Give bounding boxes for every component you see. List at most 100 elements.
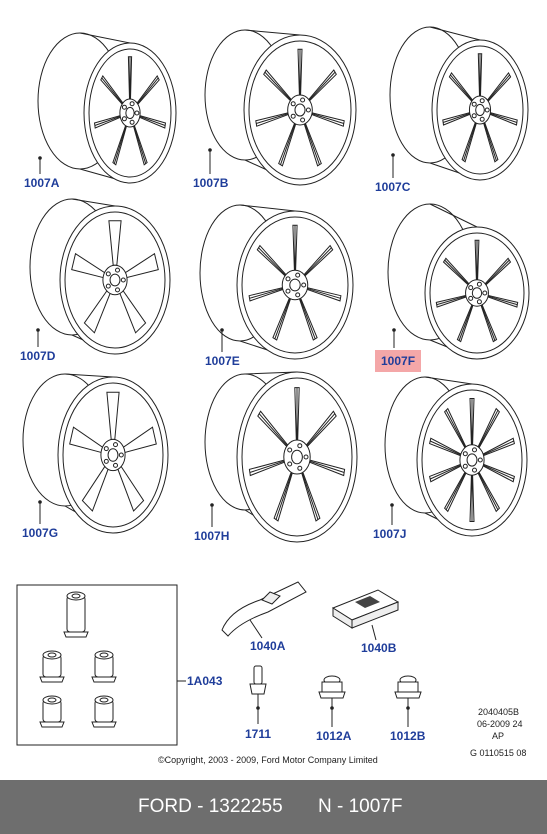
nut-hex bbox=[397, 681, 419, 693]
label-1007H[interactable]: 1007H bbox=[194, 529, 230, 543]
footer-brand-part: FORD - 1322255 bbox=[138, 796, 283, 817]
wheel-lug-hole bbox=[479, 98, 485, 104]
wheel-spoke-split bbox=[133, 125, 147, 164]
wheel-lug-hole bbox=[468, 285, 474, 291]
lock-key-nut bbox=[63, 591, 89, 638]
wheel-1007j bbox=[384, 376, 528, 537]
wheel-drawings bbox=[16, 26, 530, 746]
wheel-lug-hole bbox=[477, 457, 483, 463]
wheel-center-cap bbox=[291, 449, 303, 465]
valve-cap bbox=[253, 665, 263, 685]
leader-dot bbox=[390, 503, 394, 507]
nut-top bbox=[94, 695, 114, 705]
wheel-face-inner bbox=[421, 389, 523, 531]
wheel-center-cap bbox=[475, 103, 485, 117]
wheel-lug-hole bbox=[105, 283, 111, 289]
leader-dot bbox=[220, 328, 224, 332]
wheel-spoke-split bbox=[258, 247, 287, 277]
nut-flange bbox=[394, 691, 422, 699]
wheel-spoke-split bbox=[482, 440, 515, 456]
wheel-spoke-split bbox=[301, 472, 319, 520]
wheel-lug-hole bbox=[113, 442, 118, 448]
label-1007B[interactable]: 1007B bbox=[193, 176, 229, 190]
wheel-spoke-split bbox=[274, 298, 291, 340]
weight-label bbox=[355, 596, 380, 608]
wheel-spoke-split bbox=[249, 287, 284, 299]
label-1007C[interactable]: 1007C bbox=[375, 180, 411, 194]
nut-body bbox=[66, 595, 86, 633]
wheel-lug-hole bbox=[290, 113, 296, 119]
nut-socket bbox=[99, 652, 109, 658]
wheel-hub bbox=[281, 269, 309, 301]
nut-flange bbox=[318, 691, 346, 699]
wheel-lug-hole bbox=[300, 117, 306, 123]
wheel-face-inner bbox=[62, 382, 164, 528]
wheel-spoke-split bbox=[442, 112, 471, 123]
wheel-spoke-split bbox=[484, 259, 510, 286]
wheel-1007h bbox=[204, 371, 358, 543]
label-1012A[interactable]: 1012A bbox=[316, 729, 352, 743]
nut-hex bbox=[321, 681, 343, 693]
wheel-spoke-split bbox=[136, 77, 159, 105]
label-1012B[interactable]: 1012B bbox=[390, 729, 426, 743]
wheel-center-cap bbox=[471, 287, 483, 299]
footer-reference: N - 1007F bbox=[318, 796, 403, 817]
label-1040A[interactable]: 1040A bbox=[250, 639, 286, 653]
wheel-spoke-split bbox=[450, 74, 473, 102]
wheel-lug-hole bbox=[287, 461, 293, 467]
valve-body bbox=[249, 683, 267, 695]
wheel-1007a bbox=[37, 32, 177, 184]
label-1007A[interactable]: 1007A bbox=[24, 176, 60, 190]
wheel-spoke-split bbox=[482, 464, 515, 480]
wheel-lug-hole bbox=[285, 288, 291, 294]
nut-socket bbox=[47, 697, 57, 703]
wheel-center-cap bbox=[125, 106, 135, 120]
wheel-spoke-split bbox=[310, 112, 344, 124]
nut-dot bbox=[406, 706, 410, 710]
label-1007J[interactable]: 1007J bbox=[373, 527, 407, 541]
lock-nut bbox=[91, 650, 117, 683]
stamp-line-1: 2040405B bbox=[478, 707, 520, 717]
copyright-text: ©Copyright, 2003 - 2009, Ford Motor Comp… bbox=[158, 755, 378, 765]
weight-leader bbox=[371, 624, 377, 641]
wheel-lug-hole bbox=[300, 97, 306, 103]
wheel-spoke-split bbox=[94, 115, 122, 126]
wheel-center-cap bbox=[109, 273, 121, 287]
wheel-spoke-split bbox=[113, 125, 127, 164]
lock-nut bbox=[39, 695, 65, 728]
nut-flange bbox=[91, 676, 117, 683]
wheel-spoke-split bbox=[486, 295, 518, 306]
wheel-lug-hole bbox=[471, 101, 477, 107]
label-1007E[interactable]: 1007E bbox=[205, 354, 240, 368]
nut-top bbox=[66, 591, 86, 601]
label-1007D[interactable]: 1007D bbox=[20, 349, 56, 363]
leader-dot bbox=[210, 503, 214, 507]
label-1007G[interactable]: 1007G bbox=[22, 526, 59, 540]
tyre-valve bbox=[249, 665, 267, 724]
nut-top bbox=[42, 695, 62, 705]
wheel-hub bbox=[119, 98, 141, 128]
wheel-lug-hole bbox=[129, 101, 135, 107]
wheel-lug-hole bbox=[290, 101, 296, 107]
wheel-lug-hole bbox=[115, 267, 120, 273]
wheel-center-cap bbox=[294, 103, 306, 117]
wheel-lug-hole bbox=[484, 107, 490, 113]
wheel-spoke-split bbox=[489, 112, 518, 123]
nut-socket bbox=[71, 593, 81, 599]
label-1711[interactable]: 1711 bbox=[245, 727, 272, 741]
locking-nut-kit bbox=[16, 584, 186, 746]
wheel-lug-hole bbox=[468, 295, 474, 301]
wheel-spoke-split bbox=[463, 122, 477, 161]
wheel-lug-hole bbox=[120, 277, 126, 283]
wheel-nut-a bbox=[318, 675, 346, 727]
weight-clip bbox=[261, 591, 281, 605]
wheel-spoke-split bbox=[429, 440, 462, 456]
wheel-spoke-split bbox=[256, 112, 290, 124]
wheel-spoke-split bbox=[436, 295, 468, 306]
leader-dot bbox=[208, 148, 212, 152]
wheel-lug-hole bbox=[305, 107, 311, 113]
label-1040B[interactable]: 1040B bbox=[361, 641, 397, 655]
wheel-lug-hole bbox=[297, 465, 303, 471]
label-1007F-highlighted[interactable]: 1007F bbox=[375, 350, 422, 372]
label-1A043[interactable]: 1A043 bbox=[187, 674, 223, 688]
